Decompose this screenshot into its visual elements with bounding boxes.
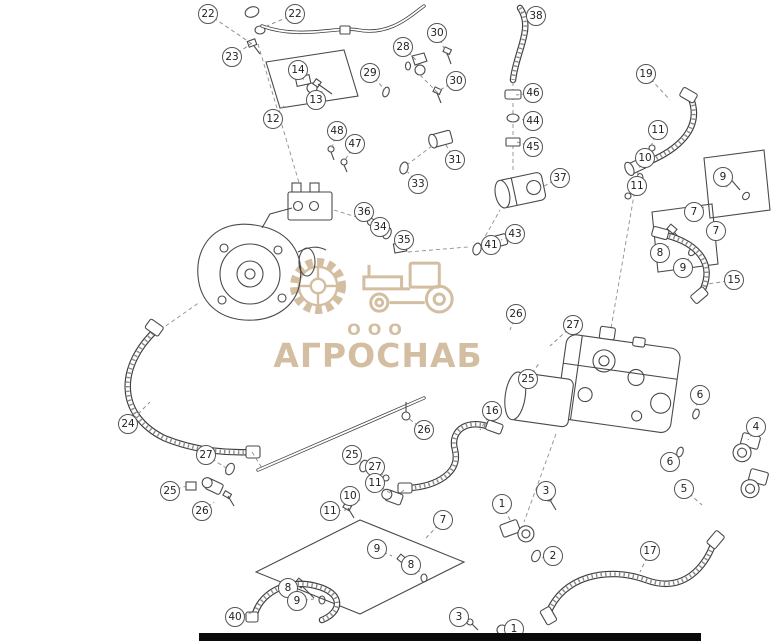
callout-47[interactable]: 47 <box>345 134 365 154</box>
callout-26[interactable]: 26 <box>192 501 212 521</box>
callout-11[interactable]: 11 <box>627 176 647 196</box>
callout-11[interactable]: 11 <box>320 501 340 521</box>
callout-26[interactable]: 26 <box>506 304 526 324</box>
callout-48[interactable]: 48 <box>327 121 347 141</box>
callout-25[interactable]: 25 <box>160 481 180 501</box>
callout-34[interactable]: 34 <box>370 217 390 237</box>
callout-26[interactable]: 26 <box>414 420 434 440</box>
callout-6[interactable]: 6 <box>660 452 680 472</box>
callout-27[interactable]: 27 <box>196 445 216 465</box>
callout-8[interactable]: 8 <box>650 243 670 263</box>
callout-9[interactable]: 9 <box>287 591 307 611</box>
callout-2[interactable]: 2 <box>543 546 563 566</box>
callout-41[interactable]: 41 <box>481 235 501 255</box>
callout-29[interactable]: 29 <box>360 63 380 83</box>
callout-10[interactable]: 10 <box>340 486 360 506</box>
callout-37[interactable]: 37 <box>550 168 570 188</box>
callout-6[interactable]: 6 <box>690 385 710 405</box>
callout-14[interactable]: 14 <box>288 60 308 80</box>
callout-28[interactable]: 28 <box>393 37 413 57</box>
callout-43[interactable]: 43 <box>505 224 525 244</box>
callout-25[interactable]: 25 <box>518 369 538 389</box>
callout-45[interactable]: 45 <box>523 137 543 157</box>
callout-30[interactable]: 30 <box>427 23 447 43</box>
callout-7[interactable]: 7 <box>684 202 704 222</box>
callout-44[interactable]: 44 <box>523 111 543 131</box>
callout-24[interactable]: 24 <box>118 414 138 434</box>
callout-30[interactable]: 30 <box>446 71 466 91</box>
callout-22[interactable]: 22 <box>198 4 218 24</box>
callout-46[interactable]: 46 <box>523 83 543 103</box>
callout-27[interactable]: 27 <box>563 315 583 335</box>
callout-1[interactable]: 1 <box>492 494 512 514</box>
callout-5[interactable]: 5 <box>674 479 694 499</box>
callout-17[interactable]: 17 <box>640 541 660 561</box>
callout-13[interactable]: 13 <box>306 90 326 110</box>
callout-25[interactable]: 25 <box>342 445 362 465</box>
callout-10[interactable]: 10 <box>635 148 655 168</box>
callout-8[interactable]: 8 <box>401 555 421 575</box>
callout-9[interactable]: 9 <box>367 539 387 559</box>
footer-bar <box>199 633 701 641</box>
callout-23[interactable]: 23 <box>222 47 242 67</box>
callout-22[interactable]: 22 <box>285 4 305 24</box>
callout-35[interactable]: 35 <box>394 230 414 250</box>
callout-4[interactable]: 4 <box>746 417 766 437</box>
callout-3[interactable]: 3 <box>449 607 469 627</box>
callout-31[interactable]: 31 <box>445 150 465 170</box>
callout-12[interactable]: 12 <box>263 109 283 129</box>
callout-9[interactable]: 9 <box>713 167 733 187</box>
callout-11[interactable]: 11 <box>648 120 668 140</box>
callout-40[interactable]: 40 <box>225 607 245 627</box>
callout-38[interactable]: 38 <box>526 6 546 26</box>
callout-7[interactable]: 7 <box>433 510 453 530</box>
callout-3[interactable]: 3 <box>536 481 556 501</box>
callout-36[interactable]: 36 <box>354 202 374 222</box>
callout-19[interactable]: 19 <box>636 64 656 84</box>
callout-7[interactable]: 7 <box>706 221 726 241</box>
callout-15[interactable]: 15 <box>724 270 744 290</box>
callout-27[interactable]: 27 <box>365 457 385 477</box>
callout-33[interactable]: 33 <box>408 174 428 194</box>
callout-9[interactable]: 9 <box>673 258 693 278</box>
callout-11[interactable]: 11 <box>365 473 385 493</box>
callout-16[interactable]: 16 <box>482 401 502 421</box>
